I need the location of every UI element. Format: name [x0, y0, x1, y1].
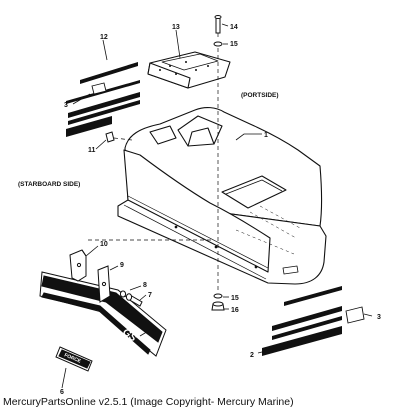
side-decal: GS: [39, 271, 167, 357]
port-decals: [66, 62, 140, 137]
starboard-label: (STARBOARD SIDE): [18, 181, 80, 188]
callout-12: 12: [100, 34, 108, 41]
callout-13: 13: [172, 24, 180, 31]
bottom-washer: [213, 293, 223, 299]
top-screw: [214, 15, 222, 34]
starboard-decals: [262, 286, 365, 356]
screw-7: [125, 293, 143, 307]
top-cowl: [117, 107, 327, 285]
name-plate: FORCE: [55, 346, 93, 372]
assembly-line: [88, 33, 219, 290]
callout-15-upper: 15: [230, 41, 238, 48]
bottom-nut: [211, 301, 225, 311]
top-washer: [213, 41, 223, 47]
washer-8: [119, 290, 127, 298]
callout-11: 11: [88, 147, 96, 154]
callouts: 1 2 3 3 4 15 16 6 7 8 9 10 11 12 13 14 1…: [60, 24, 381, 396]
bracket-10: [69, 249, 87, 282]
access-panel: [147, 51, 231, 89]
callout-8: 8: [143, 282, 147, 289]
callout-15-lower: 15: [231, 295, 239, 302]
callout-3-starboard: 3: [377, 314, 381, 321]
callout-14: 14: [230, 24, 238, 31]
callout-4: 4: [152, 327, 156, 334]
fastener-11: [105, 131, 115, 143]
callout-3-port: 3: [64, 102, 68, 109]
leader-lines: [61, 23, 373, 389]
callout-1: 1: [264, 132, 268, 139]
callout-9: 9: [120, 262, 124, 269]
callout-16: 16: [231, 307, 239, 314]
callout-7: 7: [148, 292, 152, 299]
portside-label: (PORTSIDE): [241, 92, 279, 99]
callout-10: 10: [100, 241, 108, 248]
callout-2: 2: [250, 352, 254, 359]
bracket-9: [97, 265, 111, 303]
callout-6: 6: [60, 389, 64, 396]
copyright-footer: MercuryPartsOnline v2.5.1 (Image Copyrig…: [3, 396, 294, 408]
cowl-shading: [235, 205, 301, 255]
